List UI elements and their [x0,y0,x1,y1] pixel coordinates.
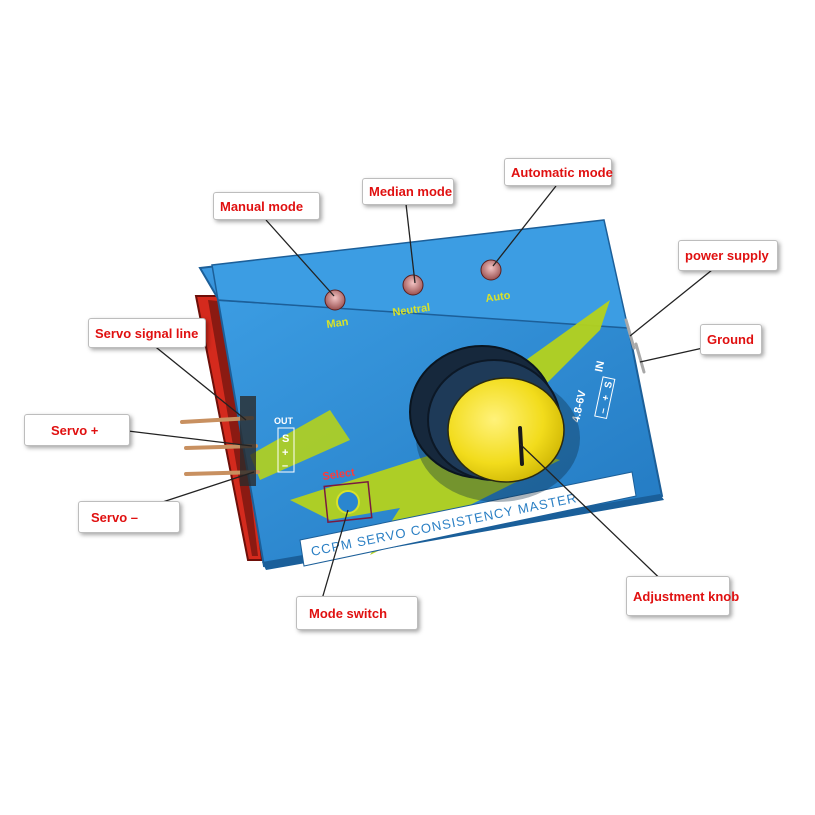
led-auto-label: Auto [485,290,512,305]
callout-automatic-mode-text: Automatic mode [511,164,613,180]
callout-servo-minus: Servo – [78,501,180,533]
callout-servo-plus: Servo + [24,414,130,446]
callout-ground: Ground [700,324,762,355]
callout-adjustment-knob-text: Adjustment knob [633,588,740,604]
in-plus: + [600,394,612,402]
select-button-frame [323,480,373,524]
callout-manual-mode-text: Manual mode [220,198,304,214]
led-man-label: Man [326,316,350,331]
callout-ground-text: Ground [707,332,754,347]
pcb-side-dark [208,300,258,556]
in-pin-box [594,376,616,420]
knob-cap [447,377,565,483]
callout-servo-signal-line: Servo signal line [88,318,206,348]
output-label-group: OUT S + – [274,416,295,473]
knob-indicator [518,426,524,466]
led-neutral [402,274,424,296]
callout-median-mode: Median mode [362,178,454,205]
led-auto [480,259,502,281]
callout-median-mode-text: Median mode [369,184,453,199]
in-s: S [603,380,615,389]
select-label: Select [322,467,356,483]
callout-power-supply-text: power supply [685,248,769,263]
callout-servo-plus-text: Servo + [51,422,99,438]
in-label: IN [593,360,607,373]
out-plus: + [282,447,288,459]
select-button [336,490,360,514]
callout-power-supply: power supply [678,240,778,271]
callout-adjustment-knob: Adjustment knob [626,576,739,616]
brand-strip [299,471,637,567]
out-minus: – [282,460,288,472]
callout-manual-mode: Manual mode [213,192,320,220]
callout-servo-signal-line-text: Servo signal line [95,325,199,341]
led-neutral-label: Neutral [392,302,431,319]
lightning-graphic-2 [250,410,350,480]
in-minus: – [598,407,610,415]
power-in-pins [624,318,646,374]
callout-servo-minus-text: Servo – [91,509,138,525]
callout-mode-switch: Mode switch [296,596,418,630]
callout-mode-switch-text: Mode switch [309,605,388,621]
out-pin-box [277,427,295,473]
out-label: OUT [274,416,294,426]
led-man [324,289,346,311]
callout-automatic-mode: Automatic mode [504,158,613,186]
out-s: S [282,433,289,445]
